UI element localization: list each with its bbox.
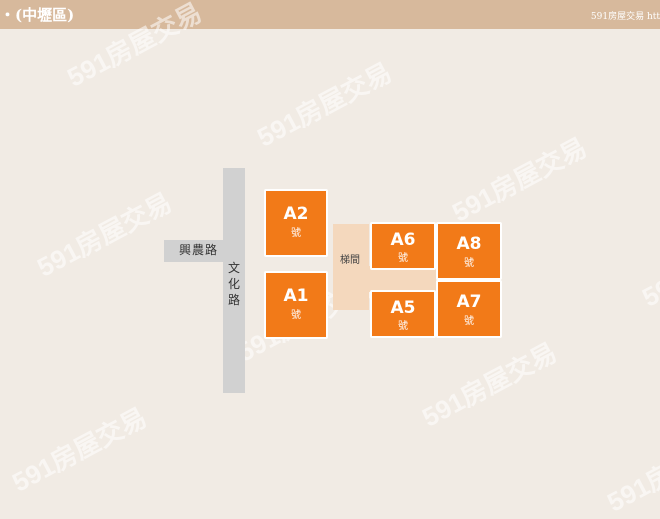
watermark-logo: 591房屋交易	[252, 56, 397, 153]
unit-code: A5	[390, 298, 416, 318]
unit-a8[interactable]: A8 號	[436, 222, 502, 280]
watermark-logo: 591房屋交易	[637, 216, 660, 313]
unit-a1[interactable]: A1 號	[264, 271, 328, 339]
road-label-xingnong: 興農路	[178, 243, 218, 257]
road-xingnong	[164, 240, 245, 262]
stairwell	[333, 224, 369, 310]
unit-suffix: 號	[398, 321, 408, 332]
watermark-logo: 591房屋交易	[32, 186, 177, 283]
brand-text[interactable]: 591房屋交易 htt	[590, 12, 660, 22]
watermark-logo: 591房屋交易	[7, 401, 152, 498]
page-title: ・(中壢區)	[0, 6, 75, 24]
unit-a5[interactable]: A5 號	[370, 290, 436, 338]
unit-code: A1	[283, 286, 309, 306]
unit-code: A6	[390, 230, 416, 250]
unit-a2[interactable]: A2 號	[264, 189, 328, 257]
watermark-logo: 591房屋交易	[447, 131, 592, 228]
unit-suffix: 號	[291, 228, 301, 239]
road-label-wenhua: 文化路	[227, 261, 240, 308]
unit-code: A2	[283, 204, 309, 224]
unit-suffix: 號	[398, 253, 408, 264]
watermark-logo: 591房屋交易	[417, 336, 562, 433]
unit-a7[interactable]: A7 號	[436, 280, 502, 338]
unit-suffix: 號	[464, 316, 474, 327]
unit-suffix: 號	[291, 310, 301, 321]
corridor	[369, 266, 436, 292]
stairwell-label: 梯間	[340, 255, 360, 266]
unit-a6[interactable]: A6 號	[370, 222, 436, 270]
header-bar: ・(中壢區) 591房屋交易 htt	[0, 0, 660, 29]
road-wenhua	[223, 168, 245, 393]
unit-code: A8	[456, 234, 482, 254]
unit-suffix: 號	[464, 258, 474, 269]
watermark-logo: 591房屋交易	[602, 421, 660, 518]
unit-code: A7	[456, 292, 482, 312]
